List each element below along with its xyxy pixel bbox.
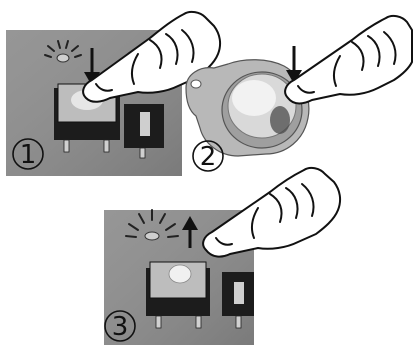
hand-icon	[285, 16, 412, 104]
step-number-2-text: 2	[200, 142, 217, 172]
panel-step-3: 3	[104, 168, 340, 345]
step-number-1-text: 1	[20, 140, 37, 170]
step-number-2: 2	[193, 141, 223, 172]
step-number-3-text: 3	[112, 312, 129, 342]
